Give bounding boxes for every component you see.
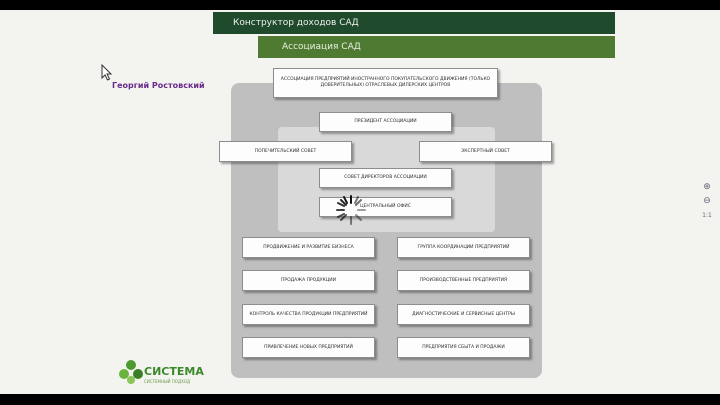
loading-spinner-icon (336, 195, 366, 225)
org-box-left-2[interactable]: ПРОДАЖА ПРОДУКЦИИ (242, 270, 375, 291)
org-box-right-1[interactable]: ГРУППА КООРДИНАЦИИ ПРЕДПРИЯТИЙ (397, 237, 530, 258)
org-box-left-3[interactable]: КОНТРОЛЬ КАЧЕСТВА ПРОДУКЦИИ ПРЕДПРИЯТИЙ (242, 304, 375, 325)
slide-title-bar: Конструктор доходов САД (213, 12, 615, 34)
org-box-right-4[interactable]: ПРЕДПРИЯТИЯ СБЫТА И ПРОДАЖИ (397, 337, 530, 358)
org-box-president[interactable]: ПРЕЗИДЕНТ АССОЦИАЦИИ (319, 112, 452, 132)
zoom-in-icon[interactable]: ⊕ (703, 182, 711, 192)
org-box-left-4[interactable]: ПРИВЛЕЧЕНИЕ НОВЫХ ПРЕДПРИЯТИЙ (242, 337, 375, 358)
org-box-board-of-directors[interactable]: СОВЕТ ДИРЕКТОРОВ АССОЦИАЦИИ (319, 168, 452, 188)
org-box-association[interactable]: АССОЦИАЦИЯ ПРЕДПРИЯТИЙ ИНОСТРАННОГО ПОКУ… (273, 68, 498, 98)
slide-subtitle: Ассоциация САД (282, 42, 361, 52)
org-box-right-3[interactable]: ДИАГНОСТИЧЕСКИЕ И СЕРВИСНЫЕ ЦЕНТРЫ (397, 304, 530, 325)
mouse-cursor-icon (101, 64, 113, 81)
logo-tagline: СИСТЕМНЫЙ ПОДХОД (144, 379, 191, 384)
actual-size-button[interactable]: 1:1 (702, 212, 712, 219)
sistema-logo-icon (119, 360, 143, 384)
org-box-right-2[interactable]: ПРОИЗВОДСТВЕННЫЕ ПРЕДПРИЯТИЯ (397, 270, 530, 291)
org-box-expert-council[interactable]: ЭКСПЕРТНЫЙ СОВЕТ (419, 141, 552, 162)
slide-area: Конструктор доходов САД Ассоциация САД Г… (0, 10, 720, 394)
slide-title: Конструктор доходов САД (233, 18, 359, 28)
org-box-central-office[interactable]: ЦЕНТРАЛЬНЫЙ ОФИС (319, 197, 452, 217)
author-name: Георгий Ростовский (112, 81, 205, 90)
slide-subtitle-bar: Ассоциация САД (258, 36, 615, 58)
logo-name: СИСТЕМА (144, 365, 204, 378)
org-box-left-1[interactable]: ПРОДВИЖЕНИЕ И РАЗВИТИЕ БИЗНЕСА (242, 237, 375, 258)
zoom-out-icon[interactable]: ⊖ (703, 196, 711, 206)
org-box-trustee-council[interactable]: ПОПЕЧИТЕЛЬСКИЙ СОВЕТ (219, 141, 352, 162)
